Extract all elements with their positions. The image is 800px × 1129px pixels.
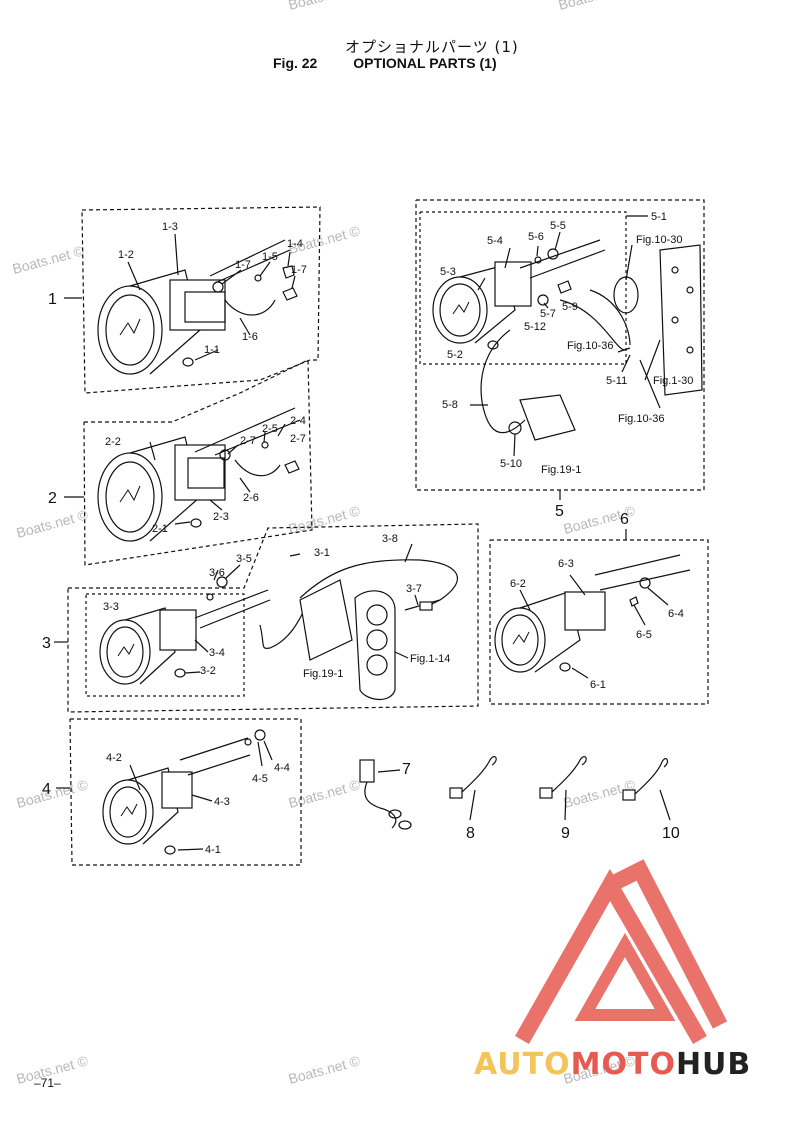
watermark-text: Boats.net © xyxy=(287,776,363,811)
part-label: 3-7 xyxy=(406,583,422,595)
part-label: 5-5 xyxy=(550,220,566,232)
group-1-labels: 1 1-1 1-2 1-3 1-4 1-5 1-6 1-7 1-7 xyxy=(48,221,307,356)
part-label: Fig.1-14 xyxy=(410,653,450,665)
part-label: 6-5 xyxy=(636,629,652,641)
part-label: 3-3 xyxy=(103,601,119,613)
part-label: 3-5 xyxy=(236,553,252,565)
group-1-assembly xyxy=(64,206,321,394)
group-9-cable xyxy=(539,756,587,821)
part-label: 2-4 xyxy=(290,415,306,427)
part-label: 5-8 xyxy=(442,399,458,411)
part-label: 1-3 xyxy=(162,221,178,233)
group-number: 2 xyxy=(48,490,57,507)
group-8-cable xyxy=(449,756,497,821)
part-label: 5-2 xyxy=(447,349,463,361)
part-label: 5-12 xyxy=(524,321,546,333)
group-4-assembly xyxy=(56,718,302,866)
group-number: 10 xyxy=(662,825,680,842)
watermark-text: Boats.net © xyxy=(287,1052,363,1087)
group-6-assembly xyxy=(489,529,709,705)
part-label: 2-7 xyxy=(290,433,306,445)
part-label: 6-3 xyxy=(558,558,574,570)
watermark-text: Boats.net © xyxy=(11,242,87,277)
group-number: 6 xyxy=(620,511,629,528)
part-label: 6-1 xyxy=(590,679,606,691)
part-label: 4-4 xyxy=(274,762,290,774)
part-label: 6-4 xyxy=(668,608,684,620)
group-10-cable xyxy=(622,758,671,821)
brand-part-auto: AUTO xyxy=(474,1047,571,1082)
part-label: 5-7 xyxy=(540,308,556,320)
part-label: 3-4 xyxy=(209,647,225,659)
part-label: 5-4 xyxy=(487,235,503,247)
group-4-labels: 4 4-1 4-2 4-3 4-4 4-5 xyxy=(42,752,290,856)
part-label: 4-5 xyxy=(252,773,268,785)
part-label: 3-2 xyxy=(200,665,216,677)
group-number: 1 xyxy=(48,291,57,308)
group-number: 9 xyxy=(561,825,570,842)
part-label: Fig.10-36 xyxy=(618,413,664,425)
part-label: Fig.10-30 xyxy=(636,234,682,246)
brand-wordmark: AUTOMOTOHUB xyxy=(474,1047,751,1082)
part-label: 2-3 xyxy=(213,511,229,523)
part-label: Fig.10-36 xyxy=(567,340,613,352)
part-label: 5-1 xyxy=(651,211,667,223)
watermark-text: Boats.net © xyxy=(287,0,363,13)
part-label: 5-3 xyxy=(440,266,456,278)
group-5-labels: 5 5-1 5-2 5-3 5-4 5-5 5-6 5-7 5-8 5-9 5-… xyxy=(440,211,693,520)
part-label: 5-6 xyxy=(528,231,544,243)
group-number: 7 xyxy=(402,761,411,778)
part-label: Fig.1-30 xyxy=(653,375,693,387)
brand-part-hub: HUB xyxy=(675,1047,752,1082)
part-label: 3-8 xyxy=(382,533,398,545)
groups-7-10-labels: 7 8 9 10 xyxy=(402,761,680,842)
part-label: Fig.19-1 xyxy=(541,464,581,476)
group-number: 4 xyxy=(42,781,51,798)
watermark-text: Boats.net © xyxy=(15,776,91,811)
part-label: 2-5 xyxy=(262,423,278,435)
part-label: 1-1 xyxy=(204,344,220,356)
part-label: 4-3 xyxy=(214,796,230,808)
part-label: 1-7 xyxy=(291,264,307,276)
part-label: 5-9 xyxy=(562,301,578,313)
part-label: Fig.19-1 xyxy=(303,668,343,680)
watermarks: Boats.net © Boats.net © Boats.net © Boat… xyxy=(11,0,638,1087)
watermark-text: Boats.net © xyxy=(557,0,633,13)
part-label: 4-2 xyxy=(106,752,122,764)
part-label: 5-11 xyxy=(606,375,627,387)
part-label: 1-6 xyxy=(242,331,258,343)
part-label: 1-2 xyxy=(118,249,134,261)
part-label: 4-1 xyxy=(205,844,221,856)
group-5-assembly xyxy=(415,199,705,500)
group-7-switch xyxy=(359,759,412,830)
part-label: 1-7 xyxy=(235,259,251,271)
watermark-text: Boats.net © xyxy=(15,506,91,541)
figure-caption: OPTIONAL PARTS (1) xyxy=(353,55,497,71)
part-label: 6-2 xyxy=(510,578,526,590)
group-number: 8 xyxy=(466,825,475,842)
group-6-labels: 6 6-1 6-2 6-3 6-4 6-5 xyxy=(510,511,684,691)
title-japanese: オプショナルパーツ (1) xyxy=(345,38,519,56)
part-label: 1-4 xyxy=(287,238,303,250)
part-label: 2-2 xyxy=(105,436,121,448)
figure-number: Fig. 22 xyxy=(273,55,318,71)
figure-title: Fig. 22 OPTIONAL PARTS (1) xyxy=(273,55,497,71)
brand-part-moto: MOTO xyxy=(570,1047,676,1082)
group-3-assembly xyxy=(54,523,479,713)
part-label: 5-10 xyxy=(500,458,522,470)
group-number: 5 xyxy=(555,503,564,520)
group-number: 3 xyxy=(42,635,51,652)
part-label: 2-1 xyxy=(152,523,168,535)
part-label: 3-6 xyxy=(209,567,225,579)
page-number: –71– xyxy=(34,1076,61,1090)
part-label: 1-5 xyxy=(262,251,278,263)
automotohub-logo-icon xyxy=(515,859,728,1045)
part-label: 2-7 xyxy=(240,435,256,447)
group-2-labels: 2 2-1 2-2 2-3 2-4 2-5 2-6 2-7 2-7 xyxy=(48,415,306,535)
part-label: 2-6 xyxy=(243,492,259,504)
part-label: 3-1 xyxy=(314,547,330,559)
group-2-assembly xyxy=(64,359,313,566)
group-3-labels: 3 3-1 3-2 3-3 3-4 3-5 3-6 3-7 3-8 Fig.19… xyxy=(42,533,450,680)
